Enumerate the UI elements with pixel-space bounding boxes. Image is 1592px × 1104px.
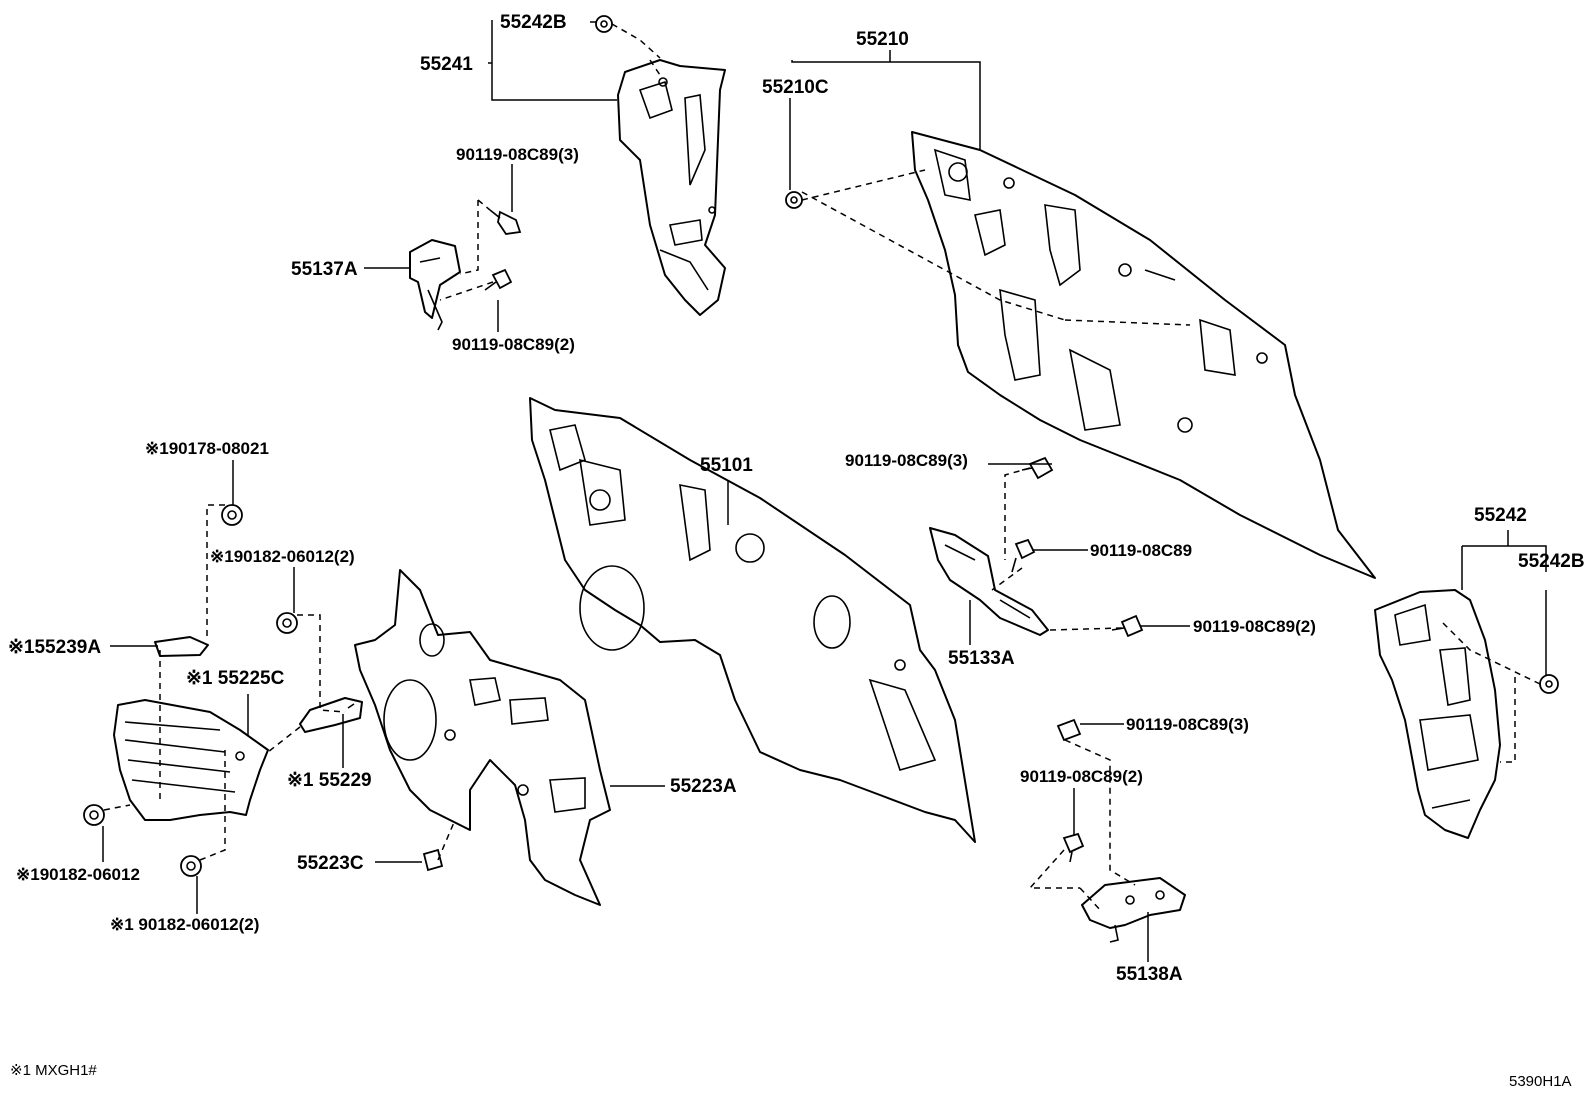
fastener-nut-90182-a [276,612,298,634]
label-55242B-top: 55242B [500,12,567,33]
part-55225C-silencer [113,699,269,821]
label-55210: 55210 [856,29,909,50]
fastener-bolt-mid-3 [1021,456,1054,480]
label-55225C: ※1 55225C [186,668,285,689]
label-55133A: 55133A [948,648,1015,669]
part-55138A-bracket [1081,877,1186,943]
label-bolt-mid-3: 90119-08C89(3) [845,451,968,470]
fastener-nut-90178 [221,504,243,526]
fastener-bolt-upper-3 [489,209,522,235]
part-55223C-clip [422,848,444,872]
label-55210C: 55210C [762,77,829,98]
diagram-code: 5390H1A [1509,1073,1572,1090]
part-55239A-pad [154,636,209,657]
part-55242-panel [1374,589,1501,839]
label-nut-90182-2a: ※190182-06012(2) [210,547,355,566]
fastener-bolt-upper-2 [484,268,513,291]
label-bolt-upper-2: 90119-08C89(2) [452,335,575,354]
fastener-bolt-low-2 [1062,832,1085,863]
label-bolt-mid-2: 90119-08C89(2) [1193,617,1316,636]
label-55223A: 55223A [670,776,737,797]
fastener-bolt-low-3 [1056,718,1082,742]
footnote: ※1 MXGH1# [10,1062,97,1079]
label-55242B-right: 55242B [1518,551,1585,572]
label-bolt-mid: 90119-08C89 [1090,541,1192,560]
label-nut-90182-2b: ※1 90182-06012(2) [110,915,259,934]
part-55229-bracket [299,697,363,733]
part-55133A-bracket [929,527,1049,636]
label-55241: 55241 [420,54,473,75]
fastener-55242B-right [1539,674,1559,694]
label-nut-90182: ※190182-06012 [16,865,140,884]
part-55210-panel [911,131,1376,579]
label-55101: 55101 [700,455,753,476]
label-bolt-upper-3: 90119-08C89(3) [456,145,579,164]
part-55101-panel [529,397,976,843]
label-bolt-low-3: 90119-08C89(3) [1126,715,1249,734]
label-55229: ※1 55229 [287,770,372,791]
fastener-nut-90182-c [180,855,202,877]
part-55241-panel [617,59,726,316]
fastener-bolt-mid-2 [1111,614,1144,638]
leader-lines [102,20,1547,962]
label-55242: 55242 [1474,505,1527,526]
label-55138A: 55138A [1116,964,1183,985]
fastener-55242B-top [595,15,613,33]
label-bolt-low-2: 90119-08C89(2) [1020,767,1143,786]
label-nut-90178-08021: ※190178-08021 [145,439,269,458]
assembly-dashed-lines [103,23,1541,913]
label-55137A: 55137A [291,259,358,280]
fastener-nut-90182-b [83,804,105,826]
fastener-bolt-mid [1011,538,1036,573]
label-55239A: ※155239A [8,637,101,658]
part-55223A-silencer [354,569,611,906]
label-55223C: 55223C [297,853,364,874]
fastener-55210C [785,191,803,209]
part-55137A-bracket [409,239,461,331]
